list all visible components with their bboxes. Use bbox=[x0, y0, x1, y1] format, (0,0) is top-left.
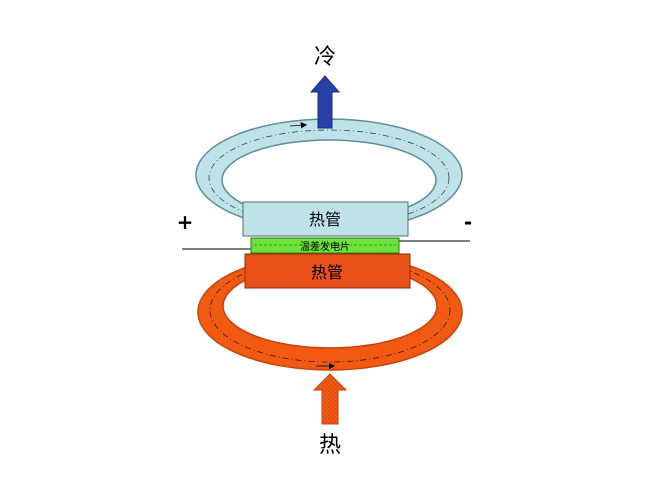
cold-loop-flow-line bbox=[208, 129, 450, 227]
heat-label: 热 bbox=[319, 433, 341, 458]
cold-label: 冷 bbox=[314, 45, 336, 70]
top-heat-pipe-block bbox=[242, 201, 409, 237]
negative-terminal-label: - bbox=[464, 210, 472, 234]
thermoelectric-generator-block bbox=[250, 237, 400, 254]
heat-input-arrow bbox=[312, 373, 348, 425]
bottom-heat-pipe-block bbox=[244, 253, 411, 289]
positive-terminal-label: + bbox=[177, 210, 194, 234]
top-heat-pipe-label: 热管 bbox=[309, 210, 341, 229]
thermoelectric-generator-label: 温差发电片 bbox=[300, 240, 350, 253]
bottom-heat-pipe-label: 热管 bbox=[311, 263, 343, 282]
cold-output-arrow bbox=[309, 75, 341, 129]
cold-loop-flow-arrow bbox=[289, 122, 308, 129]
